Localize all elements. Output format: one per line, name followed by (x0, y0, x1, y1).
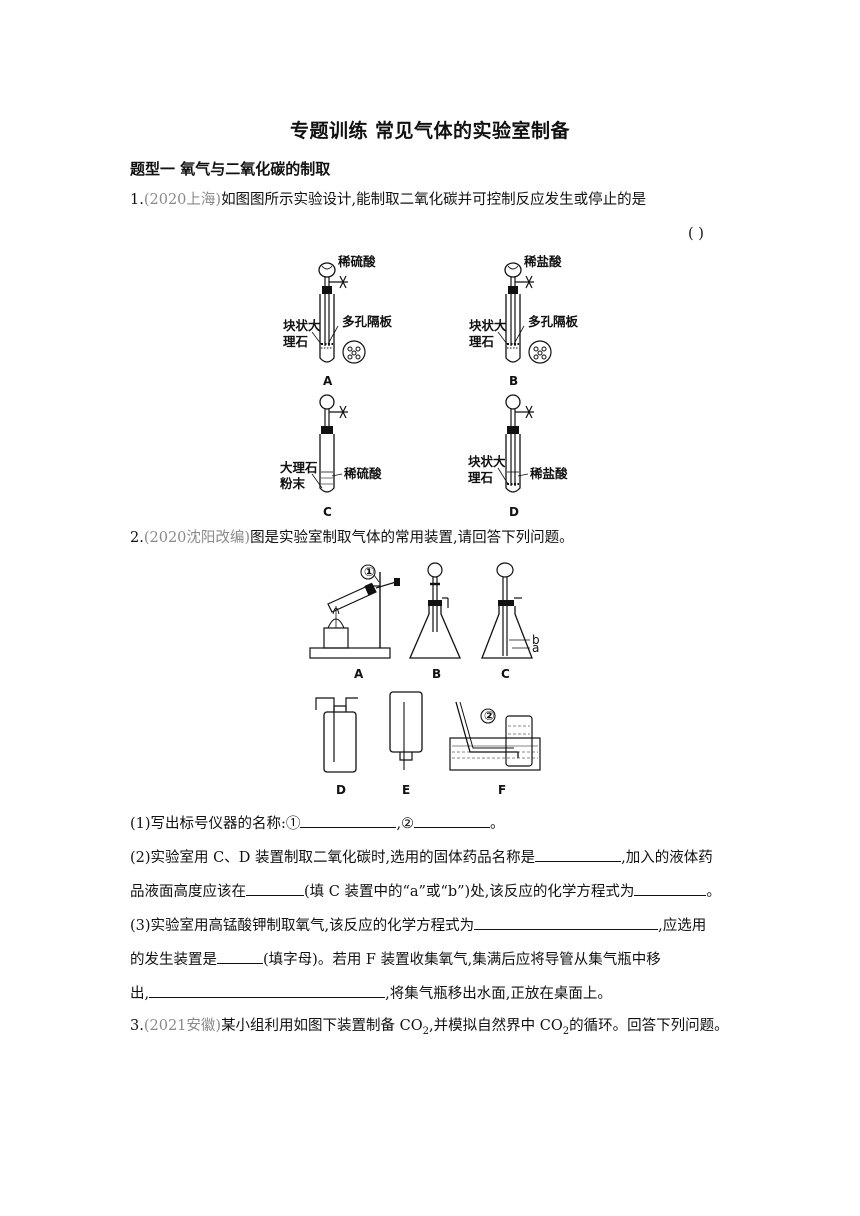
marker-2: ② (484, 708, 495, 723)
level-b-label: b (532, 633, 540, 647)
question-3-text-a: 某小组利用如图下装置制备 CO (221, 1018, 423, 1034)
apparatus-2b-label: B (432, 667, 441, 681)
apparatus-d-solid-label-2: 理石 (468, 470, 493, 485)
apparatus-2c: b a C (481, 562, 540, 681)
q2-p1-text: (1)写出标号仪器的名称:① (130, 816, 301, 832)
marker-1: ① (364, 564, 375, 579)
answer-blank-instrument-1[interactable] (300, 812, 397, 828)
question-3-number: 3. (130, 1018, 144, 1034)
question-2-source: (2020沈阳改编) (143, 530, 251, 546)
question-1-source: (2020上海) (143, 192, 222, 208)
q2-p3-l2-text: 的发生装置是 (130, 952, 217, 968)
question-2-part-2-line-1: (2)实验室用 C、D 装置制取二氧化碳时,选用的固体药品名称是 ,加入的液体药 (130, 846, 713, 868)
apparatus-a-acid-label: 稀硫酸 (338, 254, 376, 269)
apparatus-2c-label: C (501, 667, 510, 681)
apparatus-2a-label: A (354, 667, 364, 681)
question-1: 1.(2020上海)如图图所示实验设计,能制取二氧化碳并可控制反应发生或停止的是 (130, 190, 646, 210)
apparatus-a-solid-label-1: 块状大 (283, 318, 321, 333)
apparatus-2f: ② F (449, 701, 541, 796)
page-title: 专题训练 常见气体的实验室制备 (289, 120, 571, 142)
q2-p3-l3-text: 出, (130, 986, 150, 1002)
apparatus-b-acid-label: 稀盐酸 (524, 254, 562, 269)
question-1-text: 如图图所示实验设计,能制取二氧化碳并可控制反应发生或停止的是 (221, 192, 647, 208)
figure-q1-apparatus: 稀硫酸 多孔隔板 块状大 理石 A 稀盐酸 多 (280, 254, 579, 519)
co2-subscript-1: 2 (422, 1025, 430, 1037)
answer-blank-equation-o2[interactable] (474, 914, 659, 930)
question-2: 2.(2020沈阳改编)图是实验室制取气体的常用装置,请回答下列问题。 (130, 528, 574, 548)
question-2-part-3-line-1: (3)实验室用高锰酸钾制取氧气,该反应的化学方程式为 ,应选用 (130, 914, 706, 936)
apparatus-c-solid-label-2: 粉末 (280, 476, 306, 491)
q2-p2-l2-text: 品液面高度应该在 (130, 884, 246, 900)
answer-blank-operation[interactable] (149, 982, 386, 998)
question-2-part-2-line-2: 品液面高度应该在 (填 C 装置中的“a”或“b”)处,该反应的化学方程式为 。 (130, 880, 721, 902)
apparatus-2e-label: E (402, 783, 410, 796)
q2-p1-end: 。 (490, 816, 505, 832)
apparatus-b-solid-label-2: 理石 (469, 334, 494, 349)
q2-p2-l2-end: 。 (706, 884, 721, 900)
question-3-text-b: ,并模拟自然界中 CO (429, 1018, 563, 1034)
apparatus-2a: ① A (309, 564, 400, 681)
apparatus-b-plate-label: 多孔隔板 (528, 314, 579, 329)
question-2-part-3-line-2: 的发生装置是 (填字母)。若用 F 装置收集氧气,集满后应将导管从集气瓶中移 (130, 948, 661, 970)
apparatus-a-plate-label: 多孔隔板 (342, 314, 393, 329)
q2-p3-l3-post: ,将集气瓶移出水面,正放在桌面上。 (385, 986, 612, 1002)
answer-blank-solid-reagent[interactable] (535, 846, 622, 862)
q2-p1-mid: ,② (396, 816, 415, 832)
q2-p2-l2-mid: (填 C 装置中的“a”或“b”)处,该反应的化学方程式为 (304, 884, 635, 900)
level-a-label: a (532, 641, 539, 655)
apparatus-c-acid-label: 稀硫酸 (344, 466, 382, 481)
apparatus-b-solid-label-1: 块状大 (469, 318, 507, 333)
answer-parentheses: ( ) (688, 226, 704, 242)
question-2-number: 2. (130, 530, 144, 546)
apparatus-2d: D (315, 697, 358, 796)
answer-blank-generator[interactable] (217, 948, 263, 964)
apparatus-c-label: C (323, 505, 332, 519)
co2-subscript-2: 2 (562, 1025, 570, 1037)
question-3-source: (2021安徽) (143, 1018, 222, 1034)
apparatus-2b: B (409, 562, 461, 681)
question-1-number: 1. (130, 192, 144, 208)
q2-p2-post: ,加入的液体药 (621, 850, 713, 866)
apparatus-b-label: B (509, 374, 518, 388)
apparatus-2d-label: D (336, 783, 346, 796)
apparatus-a-label: A (323, 374, 333, 388)
apparatus-a: 稀硫酸 多孔隔板 块状大 理石 A (283, 254, 393, 388)
question-3-text-c: 的循环。回答下列问题。 (569, 1018, 729, 1034)
question-2-part-1: (1)写出标号仪器的名称:① ,② 。 (130, 812, 505, 834)
question-2-part-3-line-3: 出, ,将集气瓶移出水面,正放在桌面上。 (130, 982, 612, 1004)
apparatus-d: 块状大 理石 稀盐酸 D (468, 394, 568, 519)
answer-blank-instrument-2[interactable] (414, 812, 491, 828)
apparatus-a-solid-label-2: 理石 (283, 334, 308, 349)
apparatus-d-acid-label: 稀盐酸 (530, 466, 568, 481)
q2-p2-text: (2)实验室用 C、D 装置制取二氧化碳时,选用的固体药品名称是 (130, 850, 536, 866)
answer-blank-liquid-level[interactable] (246, 880, 304, 896)
q2-p3-text: (3)实验室用高锰酸钾制取氧气,该反应的化学方程式为 (130, 918, 475, 934)
figure-q2-apparatus: ① A B b a C (309, 562, 541, 796)
question-2-text: 图是实验室制取气体的常用装置,请回答下列问题。 (250, 530, 574, 546)
apparatus-c: 大理石 粉末 稀硫酸 C (280, 394, 382, 519)
q2-p3-post: ,应选用 (658, 918, 707, 934)
apparatus-b: 稀盐酸 多孔隔板 块状大 理石 B (469, 254, 579, 388)
apparatus-d-label: D (509, 505, 519, 519)
apparatus-c-solid-label-1: 大理石 (280, 460, 318, 475)
apparatus-2f-label: F (498, 783, 506, 796)
answer-blank-equation-co2[interactable] (634, 880, 707, 896)
section-heading: 题型一 氧气与二氧化碳的制取 (130, 160, 331, 178)
question-3: 3.(2021安徽)某小组利用如图下装置制备 CO2,并模拟自然界中 CO2的循… (130, 1016, 729, 1042)
apparatus-2e: E (389, 691, 423, 796)
q2-p3-l2-post: (填字母)。若用 F 装置收集氧气,集满后应将导管从集气瓶中移 (263, 952, 661, 968)
apparatus-d-solid-label-1: 块状大 (468, 454, 506, 469)
